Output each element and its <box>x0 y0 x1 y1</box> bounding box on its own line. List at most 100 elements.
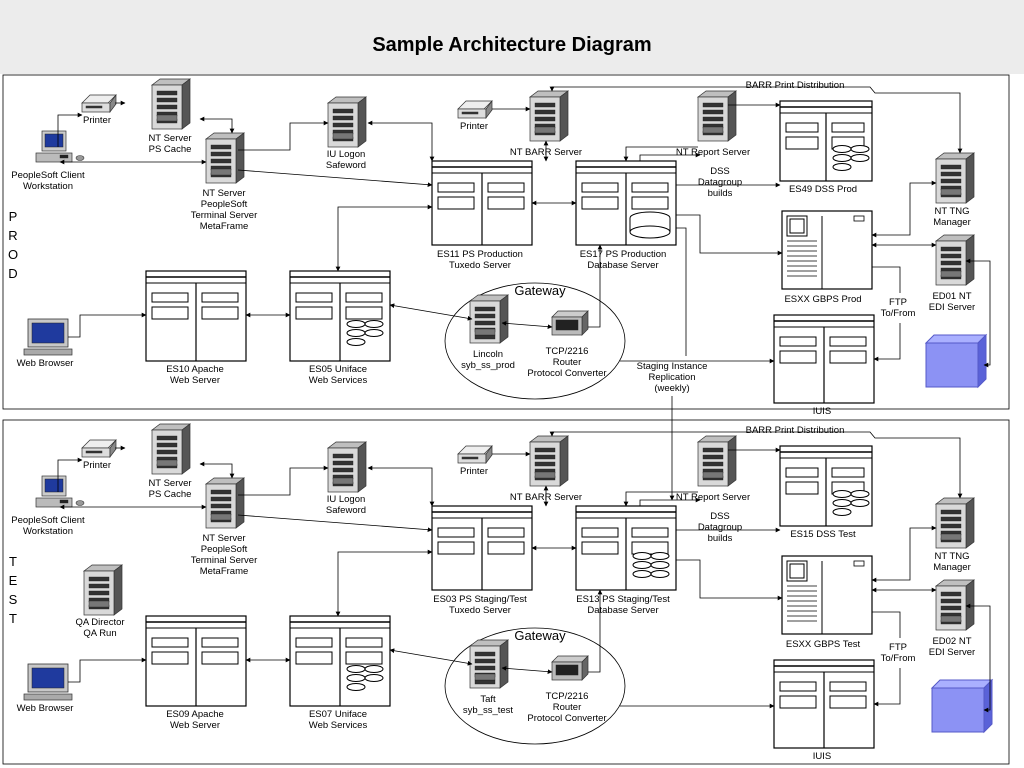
logon-tuxedo-link <box>367 120 435 162</box>
gateway-router-link <box>501 665 553 675</box>
uniface-gateway-link <box>389 303 473 321</box>
gbps-server <box>781 555 873 635</box>
db-report-link-2 <box>639 152 701 161</box>
gbps-tng-link <box>871 180 937 238</box>
label: ESXX GBPS Test <box>786 639 861 650</box>
label: Printer <box>83 115 111 126</box>
gbps-ftp-link <box>872 611 901 638</box>
printer-icon <box>457 444 493 465</box>
qa-director-icon <box>82 564 124 616</box>
label: Gateway <box>514 628 566 643</box>
server-icon <box>696 435 738 487</box>
dss-cabinet <box>779 445 873 527</box>
server-icon <box>934 152 976 204</box>
terminal-logon-link <box>238 120 329 151</box>
gbps-ftp-link <box>872 266 901 293</box>
database-disk-icon <box>629 211 671 239</box>
side-letter: R <box>8 228 17 243</box>
printer-icon <box>457 99 493 120</box>
edi-vendor-link <box>965 258 991 368</box>
label: ES15 DSS Test <box>790 529 856 540</box>
terminal-logon-link <box>238 465 329 496</box>
server-icon <box>528 90 570 142</box>
web-browser-icon <box>23 663 73 701</box>
label: ESXX GBPS Prod <box>784 294 861 305</box>
label: Printer <box>83 460 111 471</box>
router-icon <box>551 655 589 681</box>
client-printer-link <box>57 457 83 492</box>
server-icon <box>468 639 510 689</box>
side-letter: S <box>9 592 18 607</box>
side-letter: T <box>9 611 17 626</box>
side-letter: O <box>8 247 18 262</box>
terminal-tuxedo-link <box>237 169 433 188</box>
db-gbps-link <box>676 559 783 601</box>
gateway-ellipse <box>444 282 626 400</box>
label: NT Report Server <box>676 147 750 158</box>
cache-terminal-link <box>199 461 235 479</box>
router-db-link <box>588 589 603 673</box>
workstation-icon <box>35 130 85 163</box>
side-letter: P <box>9 209 18 224</box>
iuis-cabinet <box>773 314 875 404</box>
apache-cabinet <box>145 270 247 362</box>
server-icon <box>150 423 192 475</box>
server-icon <box>468 294 510 344</box>
vendor-box <box>924 333 988 389</box>
server-icon <box>326 96 368 148</box>
uniface-tuxedo-link <box>335 549 433 617</box>
server-icon <box>934 497 976 549</box>
label: ES49 DSS Prod <box>789 184 857 195</box>
client-printer-link <box>57 112 83 147</box>
label: IUIS <box>813 406 831 417</box>
label: Gateway <box>514 283 566 298</box>
gateway-ellipse <box>444 627 626 745</box>
server-icon <box>204 132 246 184</box>
server-icon <box>150 78 192 130</box>
label: IUIS <box>813 751 831 762</box>
gateway-router-link <box>501 320 553 330</box>
barr-distribution-line <box>549 86 963 154</box>
side-letter: T <box>9 554 17 569</box>
side-letter: E <box>9 573 18 588</box>
router-icon <box>551 310 589 336</box>
printer-icon <box>81 438 117 459</box>
uniface-gateway-link <box>389 648 473 666</box>
barr-distribution-line <box>549 431 963 499</box>
cache-terminal-link <box>199 116 235 134</box>
ftp-iuis-link <box>873 323 901 362</box>
apache-cabinet <box>145 615 247 707</box>
vendor-box <box>930 678 994 734</box>
gbps-tng-link <box>871 525 937 583</box>
side-letter: D <box>8 266 17 281</box>
title-bar <box>0 0 1024 74</box>
web-browser-icon <box>23 318 73 356</box>
label: Web Browser <box>17 703 74 714</box>
server-icon <box>528 435 570 487</box>
label: NT Report Server <box>676 492 750 503</box>
terminal-tuxedo-link <box>237 514 433 533</box>
tuxedo-cabinet <box>431 505 533 591</box>
server-icon <box>696 90 738 142</box>
